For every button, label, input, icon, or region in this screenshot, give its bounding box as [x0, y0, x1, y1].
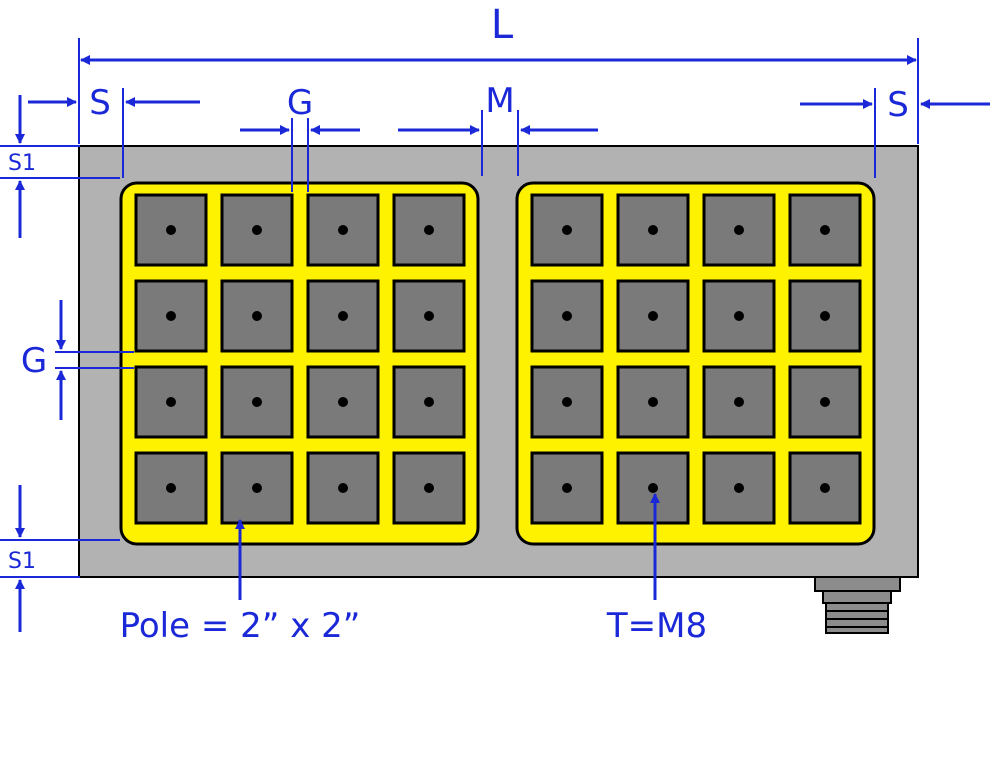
- tapped-hole: [424, 397, 434, 407]
- tapped-hole: [648, 311, 658, 321]
- tapped-hole: [252, 483, 262, 493]
- pole: [702, 193, 776, 267]
- pole-panels: [119, 181, 876, 546]
- thread-label: T=M8: [606, 606, 707, 646]
- tapped-hole: [734, 311, 744, 321]
- insulation-panel: [515, 181, 876, 546]
- tapped-hole: [734, 483, 744, 493]
- pole: [616, 451, 690, 525]
- pole: [788, 279, 862, 353]
- tapped-hole: [562, 225, 572, 235]
- pole: [788, 365, 862, 439]
- tapped-hole: [166, 225, 176, 235]
- tapped-hole: [820, 483, 830, 493]
- tapped-hole: [424, 225, 434, 235]
- gap-left-label: G: [21, 341, 47, 381]
- tapped-hole: [648, 225, 658, 235]
- middle-label: M: [485, 81, 514, 121]
- tapped-hole: [252, 311, 262, 321]
- tapped-hole: [338, 311, 348, 321]
- tapped-hole: [424, 311, 434, 321]
- tapped-hole: [562, 311, 572, 321]
- pole: [220, 193, 294, 267]
- tapped-hole: [338, 397, 348, 407]
- tapped-hole: [648, 397, 658, 407]
- tapped-hole: [820, 397, 830, 407]
- tapped-hole: [166, 311, 176, 321]
- gap-top-label: G: [287, 83, 313, 123]
- tapped-hole: [424, 483, 434, 493]
- tapped-hole: [338, 225, 348, 235]
- tapped-hole: [166, 483, 176, 493]
- side-margin-right-label: S: [887, 85, 909, 125]
- dimension-arrows: [15, 55, 990, 632]
- insulation-panel: [119, 181, 480, 546]
- tapped-hole: [562, 483, 572, 493]
- tapped-hole: [562, 397, 572, 407]
- s1-top-label: S1: [8, 151, 36, 176]
- pole-size-label: Pole = 2” x 2”: [120, 606, 361, 646]
- tapped-hole: [820, 311, 830, 321]
- tapped-hole: [166, 397, 176, 407]
- pole: [530, 451, 604, 525]
- pole: [392, 193, 466, 267]
- connector-icon: [814, 576, 901, 634]
- extension-lines: [0, 38, 919, 578]
- tapped-hole: [252, 397, 262, 407]
- length-label: L: [491, 2, 514, 48]
- tapped-hole: [734, 225, 744, 235]
- tapped-hole: [820, 225, 830, 235]
- tapped-hole: [338, 483, 348, 493]
- side-margin-left-label: S: [89, 83, 111, 123]
- tapped-hole: [252, 225, 262, 235]
- s1-bottom-label: S1: [8, 549, 36, 574]
- tapped-hole: [648, 483, 658, 493]
- tapped-hole: [734, 397, 744, 407]
